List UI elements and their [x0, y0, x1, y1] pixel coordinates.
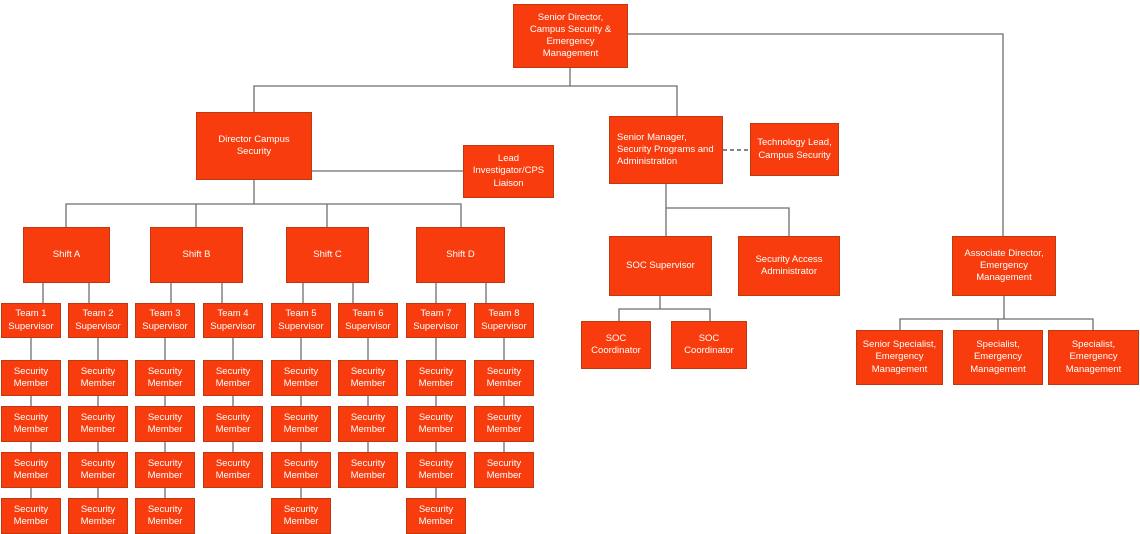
security-member-r3-c7-box: Security Member — [406, 452, 466, 488]
team-8-supervisor-box: Team 8 Supervisor — [474, 303, 534, 338]
security-member-r1-c1-box: Security Member — [1, 360, 61, 396]
team-3-supervisor-box: Team 3 Supervisor — [135, 303, 195, 338]
security-member-r2-c4-box: Security Member — [203, 406, 263, 442]
shift-b-box: Shift B — [150, 227, 243, 283]
security-member-r3-c1-box: Security Member — [1, 452, 61, 488]
security-member-r4-c3-box: Security Member — [135, 498, 195, 534]
senior-manager-security-programs-box: Senior Manager, Security Programs and Ad… — [609, 116, 723, 184]
team-4-supervisor-box: Team 4 Supervisor — [203, 303, 263, 338]
security-member-r1-c8-box: Security Member — [474, 360, 534, 396]
security-member-r1-c2-box: Security Member — [68, 360, 128, 396]
security-member-r2-c5-box: Security Member — [271, 406, 331, 442]
security-member-r3-c3-box: Security Member — [135, 452, 195, 488]
security-member-r1-c7-box: Security Member — [406, 360, 466, 396]
team-1-supervisor-box: Team 1 Supervisor — [1, 303, 61, 338]
specialist-emergency-management-2-box: Specialist, Emergency Management — [1048, 330, 1139, 385]
security-member-r3-c2-box: Security Member — [68, 452, 128, 488]
technology-lead-campus-security-box: Technology Lead, Campus Security — [750, 123, 839, 176]
security-member-r3-c4-box: Security Member — [203, 452, 263, 488]
associate-director-emergency-management-box: Associate Director, Emergency Management — [952, 236, 1056, 296]
shift-a-box: Shift A — [23, 227, 110, 283]
security-member-r2-c1-box: Security Member — [1, 406, 61, 442]
security-member-r2-c3-box: Security Member — [135, 406, 195, 442]
security-member-r1-c3-box: Security Member — [135, 360, 195, 396]
security-member-r3-c6-box: Security Member — [338, 452, 398, 488]
soc-coordinator-2-box: SOC Coordinator — [671, 321, 747, 369]
security-member-r2-c6-box: Security Member — [338, 406, 398, 442]
specialist-emergency-management-1-box: Specialist, Emergency Management — [953, 330, 1043, 385]
connector — [899, 318, 1094, 330]
team-5-supervisor-box: Team 5 Supervisor — [271, 303, 331, 338]
security-member-r2-c7-box: Security Member — [406, 406, 466, 442]
security-member-r1-c6-box: Security Member — [338, 360, 398, 396]
director-campus-security-box: Director Campus Security — [196, 112, 312, 180]
shift-d-box: Shift D — [416, 227, 505, 283]
senior-specialist-emergency-management-box: Senior Specialist, Emergency Management — [856, 330, 943, 385]
shift-c-box: Shift C — [286, 227, 369, 283]
team-7-supervisor-box: Team 7 Supervisor — [406, 303, 466, 338]
security-member-r2-c2-box: Security Member — [68, 406, 128, 442]
security-member-r4-c5-box: Security Member — [271, 498, 331, 534]
security-member-r3-c8-box: Security Member — [474, 452, 534, 488]
security-member-r2-c8-box: Security Member — [474, 406, 534, 442]
security-member-r1-c5-box: Security Member — [271, 360, 331, 396]
soc-supervisor-box: SOC Supervisor — [609, 236, 712, 296]
soc-coordinator-1-box: SOC Coordinator — [581, 321, 651, 369]
connector — [65, 203, 462, 227]
security-member-r4-c1-box: Security Member — [1, 498, 61, 534]
security-member-r4-c2-box: Security Member — [68, 498, 128, 534]
connector — [253, 85, 678, 116]
team-2-supervisor-box: Team 2 Supervisor — [68, 303, 128, 338]
security-member-r3-c5-box: Security Member — [271, 452, 331, 488]
security-access-administrator-box: Security Access Administrator — [738, 236, 840, 296]
senior-director-box: Senior Director, Campus Security & Emerg… — [513, 4, 628, 68]
team-6-supervisor-box: Team 6 Supervisor — [338, 303, 398, 338]
security-member-r4-c7-box: Security Member — [406, 498, 466, 534]
security-member-r1-c4-box: Security Member — [203, 360, 263, 396]
connector — [618, 308, 711, 321]
lead-investigator-cps-liaison-box: Lead Investigator/CPS Liaison — [463, 145, 554, 198]
connector — [666, 207, 790, 236]
